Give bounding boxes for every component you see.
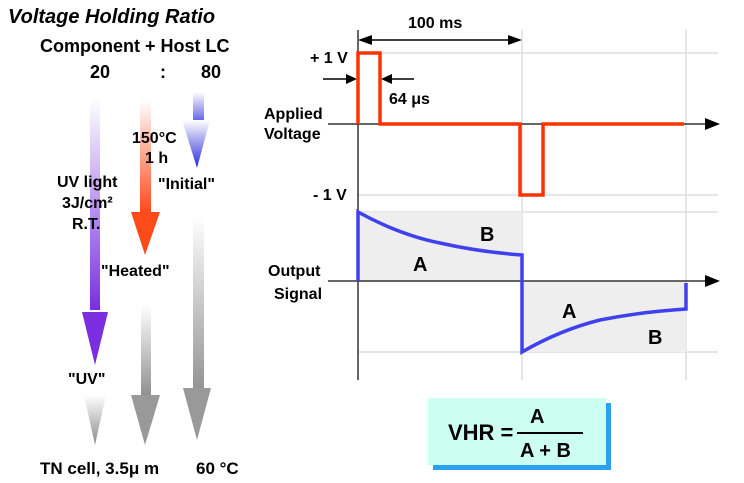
uv-result-label: "UV" — [68, 371, 106, 388]
output-label-2: Signal — [274, 286, 323, 303]
heat-duration: 1 h — [145, 150, 169, 167]
uv-light-label: UV light — [57, 174, 118, 191]
heat-gray-arrow — [131, 305, 160, 445]
output-label-1: Output — [268, 263, 321, 280]
area-a-lower: A — [562, 301, 577, 323]
ratio-separator: : — [160, 62, 166, 82]
applied-voltage-trace — [356, 51, 684, 197]
host-ratio: 80 — [201, 62, 222, 82]
area-a-upper: A — [413, 254, 428, 276]
minus-voltage-label: - 1 V — [313, 187, 347, 204]
pulse-width-dimension — [323, 74, 414, 84]
period-label: 100 ms — [408, 15, 463, 32]
applied-axis-arrowhead — [705, 118, 720, 130]
pulse-width-label: 64 μs — [389, 91, 430, 108]
heat-arrow — [131, 100, 160, 255]
vhr-lhs: VHR = — [448, 420, 514, 445]
component-ratio: 20 — [90, 62, 111, 82]
temperature-label: 60 °C — [196, 459, 239, 478]
uv-dose-label: 3J/cm² — [62, 195, 113, 212]
output-axis-arrowhead — [705, 275, 720, 287]
subtitle: Component + Host LC — [40, 36, 230, 56]
vhr-denominator: A + B — [520, 440, 571, 462]
initial-arrow — [182, 92, 210, 168]
uv-temp-label: R.T. — [72, 216, 101, 233]
applied-label-1: Applied — [264, 106, 323, 123]
vhr-numerator: A — [530, 406, 545, 428]
diagram-title: Voltage Holding Ratio — [8, 6, 216, 28]
area-b-lower: B — [648, 327, 663, 349]
uv-arrow — [82, 98, 108, 365]
output-area-negative — [522, 282, 686, 352]
plus-voltage-label: + 1 V — [310, 50, 348, 67]
initial-label: "Initial" — [158, 176, 215, 193]
heated-label: "Heated" — [101, 263, 170, 280]
initial-gray-arrow — [183, 215, 211, 440]
applied-label-2: Voltage — [264, 126, 321, 143]
output-area-positive — [359, 212, 522, 282]
area-b-upper: B — [480, 224, 495, 246]
fraction-bar — [517, 432, 583, 434]
output-signal-trace — [356, 209, 688, 356]
period-dimension — [358, 35, 522, 45]
heat-temperature: 150°C — [132, 130, 177, 147]
cell-spec-label: TN cell, 3.5μ m — [40, 459, 160, 478]
uv-gray-arrow — [84, 395, 106, 445]
vhr-formula-box — [428, 398, 606, 465]
